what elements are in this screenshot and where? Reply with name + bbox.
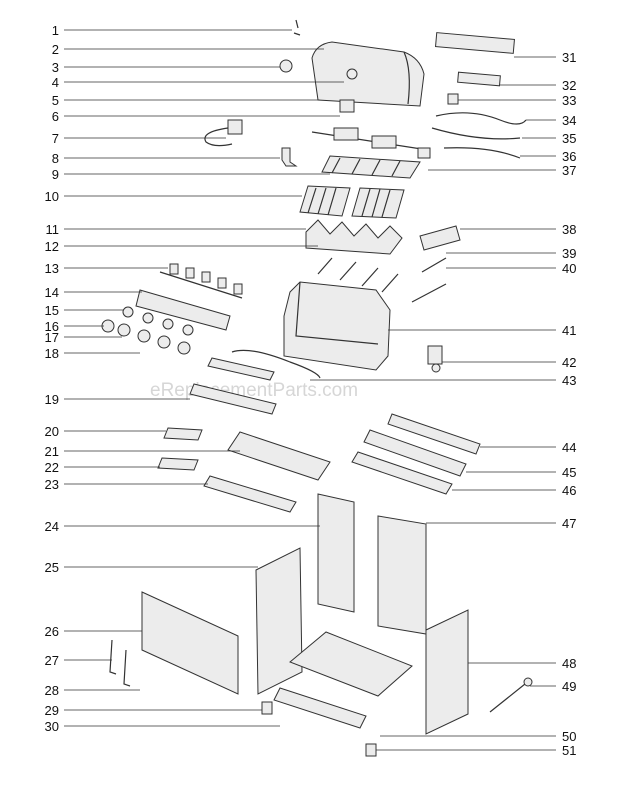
callout-number-47: 47 [562,516,576,531]
callout-number-38: 38 [562,222,576,237]
part-knobs [101,306,194,355]
part-manifold [159,263,243,299]
part-door-left [255,547,303,695]
callout-labels: 1234567891011121314151617181920212223242… [45,23,577,758]
callout-number-32: 32 [562,78,576,93]
callout-number-50: 50 [562,729,576,744]
callout-number-9: 9 [52,167,59,182]
part-tube-a [421,257,447,273]
part-cabinet-door [141,591,239,695]
callout-number-36: 36 [562,149,576,164]
part-frame-rail-front [387,413,481,455]
callout-number-17: 17 [45,330,59,345]
part-heat-shields [189,357,277,415]
callout-number-1: 1 [52,23,59,38]
callout-number-11: 11 [46,222,60,237]
callout-number-15: 15 [45,303,59,318]
part-igniter [204,119,243,147]
callout-number-26: 26 [45,624,59,639]
part-small-clip [261,701,273,715]
part-flavorizer-bars [305,219,403,255]
parts-artwork [101,19,533,757]
callout-number-31: 31 [562,50,576,65]
callout-number-49: 49 [562,679,576,694]
callout-number-8: 8 [52,151,59,166]
part-frame-rail-middle [363,429,467,477]
part-burner-tubes [317,257,399,293]
callout-number-23: 23 [45,477,59,492]
part-tube-b [411,283,447,303]
callout-number-34: 34 [562,113,576,128]
part-crossover-tube [231,349,321,379]
callout-number-33: 33 [562,93,576,108]
callout-number-5: 5 [52,93,59,108]
part-side-panel-right [377,515,427,635]
part-wire-c [443,147,521,159]
part-rear-bracket [457,71,501,87]
part-clip [447,93,459,105]
callout-number-42: 42 [562,355,576,370]
part-igniter-wire [489,677,533,713]
callout-number-28: 28 [45,683,59,698]
part-rotisserie [311,127,431,159]
callout-number-4: 4 [52,75,59,90]
callout-number-12: 12 [45,239,59,254]
callout-number-51: 51 [562,743,576,758]
part-frame-rail-rear [351,451,453,495]
callout-number-39: 39 [562,246,576,261]
callout-number-10: 10 [45,189,59,204]
watermark: eReplacementParts.com [150,380,358,401]
callout-number-18: 18 [45,346,59,361]
callout-number-46: 46 [562,483,576,498]
part-bottom-shelf [289,631,413,697]
callout-number-48: 48 [562,656,576,671]
callout-number-35: 35 [562,131,576,146]
callout-number-44: 44 [562,440,576,455]
part-wire-b [431,127,521,140]
part-bottom-tray [227,431,331,481]
part-screws [293,19,301,36]
callout-number-14: 14 [45,285,59,300]
callout-number-20: 20 [45,424,59,439]
part-catch-pan [157,457,199,471]
part-control-panel [135,289,231,331]
part-side-panel-left [317,493,355,613]
callout-number-7: 7 [52,131,59,146]
callout-number-43: 43 [562,373,576,388]
callout-number-30: 30 [45,719,59,734]
callout-number-3: 3 [52,60,59,75]
callout-number-29: 29 [45,703,59,718]
part-wire-a [435,112,527,125]
part-front-bar [273,687,367,729]
callout-number-41: 41 [562,323,576,338]
callout-number-22: 22 [45,460,59,475]
part-small-bracket [365,743,377,757]
callout-number-13: 13 [45,261,59,276]
callout-number-21: 21 [45,444,59,459]
callout-number-25: 25 [45,560,59,575]
callout-number-19: 19 [45,392,59,407]
part-burner-cap [419,225,461,251]
part-cooking-grates [299,185,405,219]
part-cookbox [283,281,391,371]
part-frame-rail [203,475,297,513]
part-door-right [425,609,469,735]
part-warming-rack [321,155,421,179]
callout-number-2: 2 [52,42,59,57]
part-regulator [427,345,443,373]
part-bracket [281,147,298,167]
callout-number-37: 37 [562,163,576,178]
callout-number-40: 40 [562,261,576,276]
callout-number-27: 27 [45,653,59,668]
part-handles [109,639,131,687]
part-lid [279,41,425,113]
part-drip-tray [163,427,203,441]
callout-number-6: 6 [52,109,59,124]
part-rear-panel [434,32,516,54]
callout-number-16: 16 [45,319,59,334]
callout-number-24: 24 [45,519,59,534]
callout-number-45: 45 [562,465,576,480]
